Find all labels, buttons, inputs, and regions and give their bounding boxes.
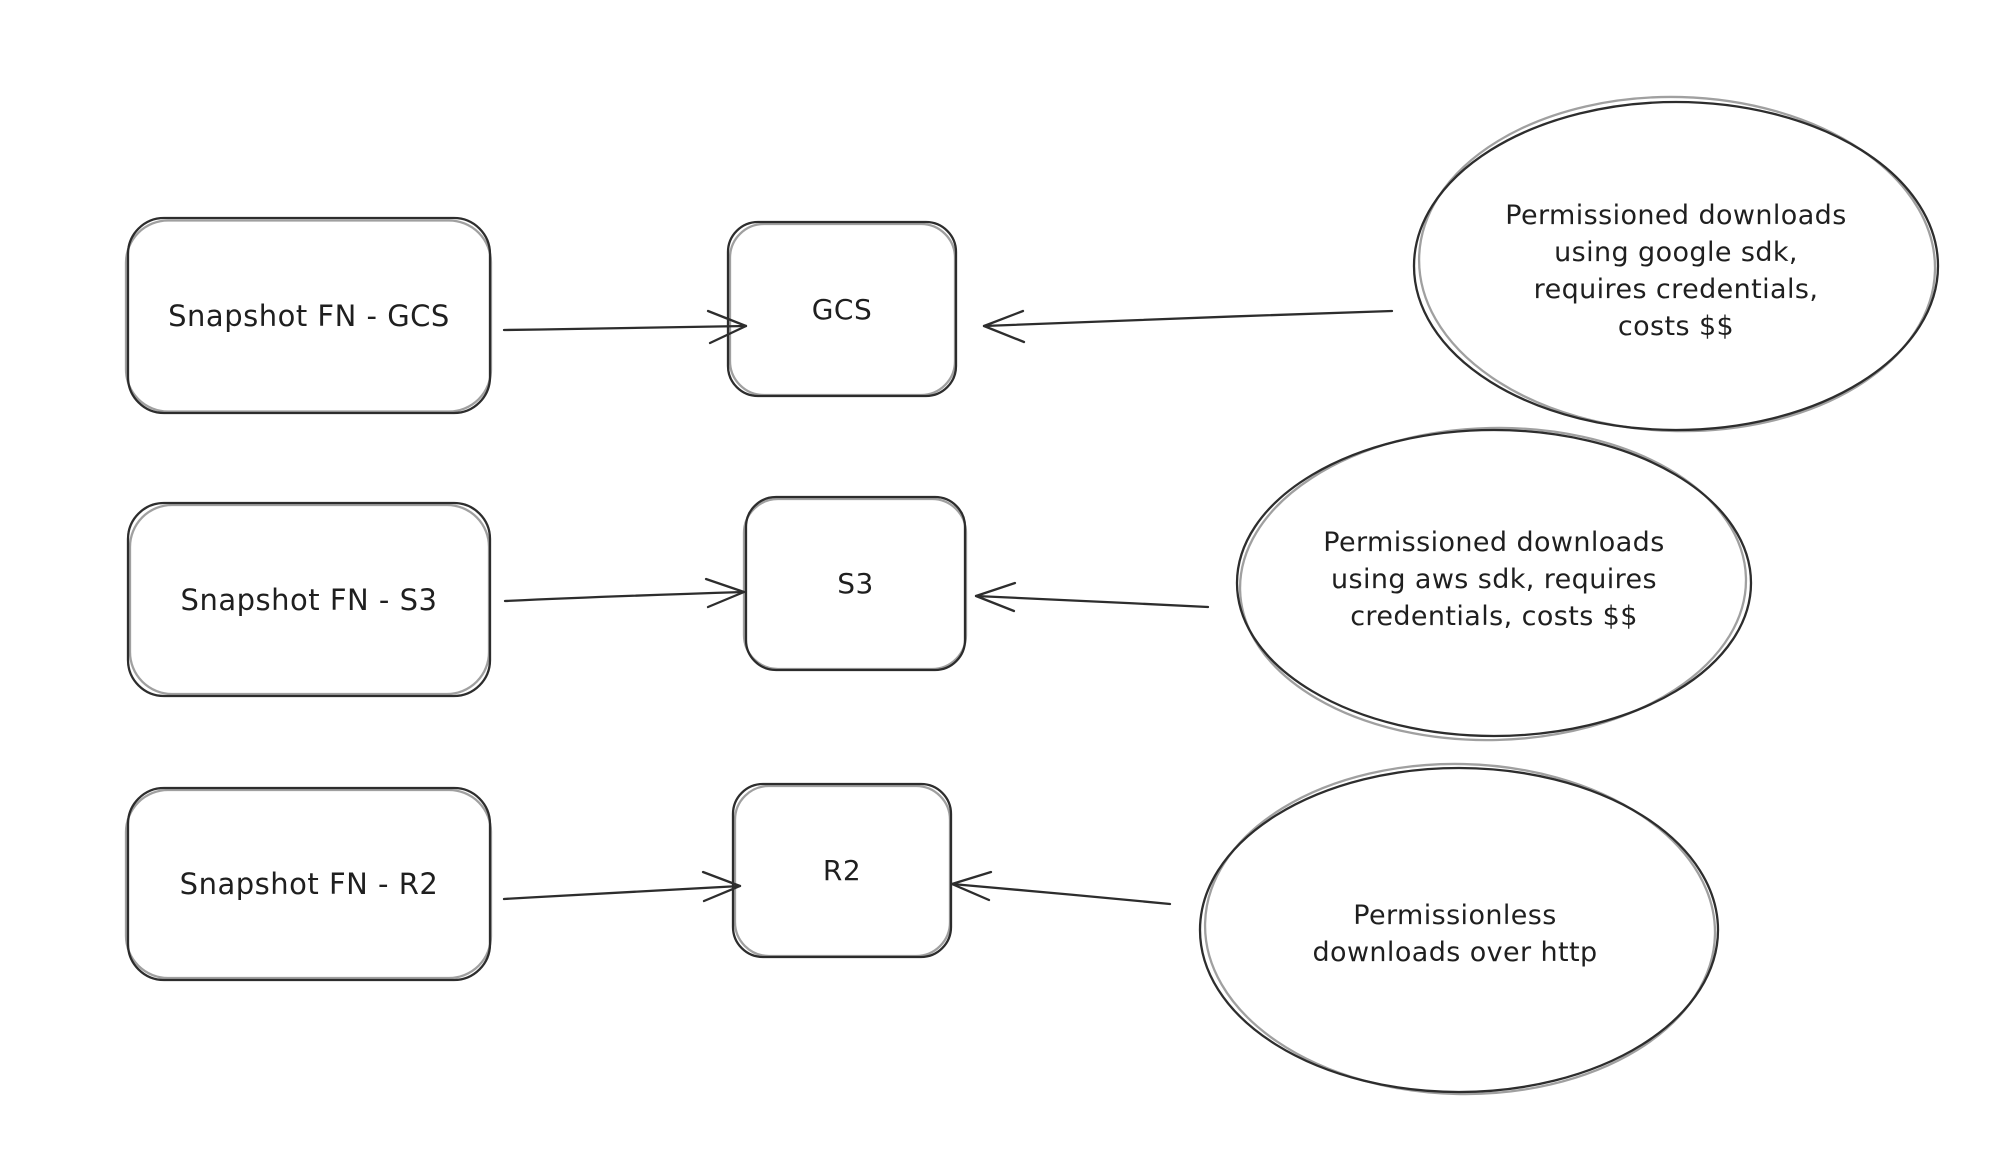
arrow-snapshot-s3-to-s3[interactable] [503,577,746,609]
note-line: Permissionless [1353,900,1557,931]
ellipse-note-r2[interactable] [1198,758,1720,1099]
label-snapshot-fn-r2[interactable]: Snapshot FN - R2 [179,867,439,901]
ellipse-note-gcs[interactable] [1412,90,1940,437]
note-r2[interactable]: Permissionless downloads over http [1240,897,1670,971]
arrow-note-gcs-to-gcs[interactable] [982,309,1394,344]
label-snapshot-fn-gcs[interactable]: Snapshot FN - GCS [168,298,450,333]
box-snapshot-fn-r2[interactable] [124,786,493,982]
label-r2[interactable]: R2 [822,854,862,887]
label-snapshot-fn-s3[interactable]: Snapshot FN - S3 [180,582,438,617]
note-line: requires credentials, [1533,274,1819,305]
label-gcs[interactable]: GCS [811,292,873,326]
box-snapshot-fn-gcs[interactable] [124,216,493,415]
box-r2[interactable] [731,782,953,959]
arrow-note-s3-to-s3[interactable] [974,581,1210,613]
arrow-note-r2-to-r2[interactable] [950,870,1172,906]
note-line: costs $$ [1617,311,1735,342]
note-line: Permissioned downloads [1323,527,1665,558]
note-line: credentials, costs $$ [1350,601,1638,632]
box-gcs[interactable] [726,220,958,398]
ellipse-note-s3[interactable] [1235,422,1753,746]
note-gcs[interactable]: Permissioned downloads using google sdk,… [1466,197,1886,345]
note-s3[interactable]: Permissioned downloads using aws sdk, re… [1279,524,1709,635]
box-snapshot-fn-s3[interactable] [126,501,492,698]
arrow-snapshot-gcs-to-gcs[interactable] [502,309,748,345]
note-line: Permissioned downloads [1505,200,1847,231]
box-s3[interactable] [742,495,968,672]
note-line: using aws sdk, requires [1330,564,1658,595]
note-line: using google sdk, [1554,237,1798,268]
note-line: downloads over http [1312,937,1598,968]
arrow-snapshot-r2-to-r2[interactable] [502,870,742,903]
label-s3[interactable]: S3 [837,567,874,600]
